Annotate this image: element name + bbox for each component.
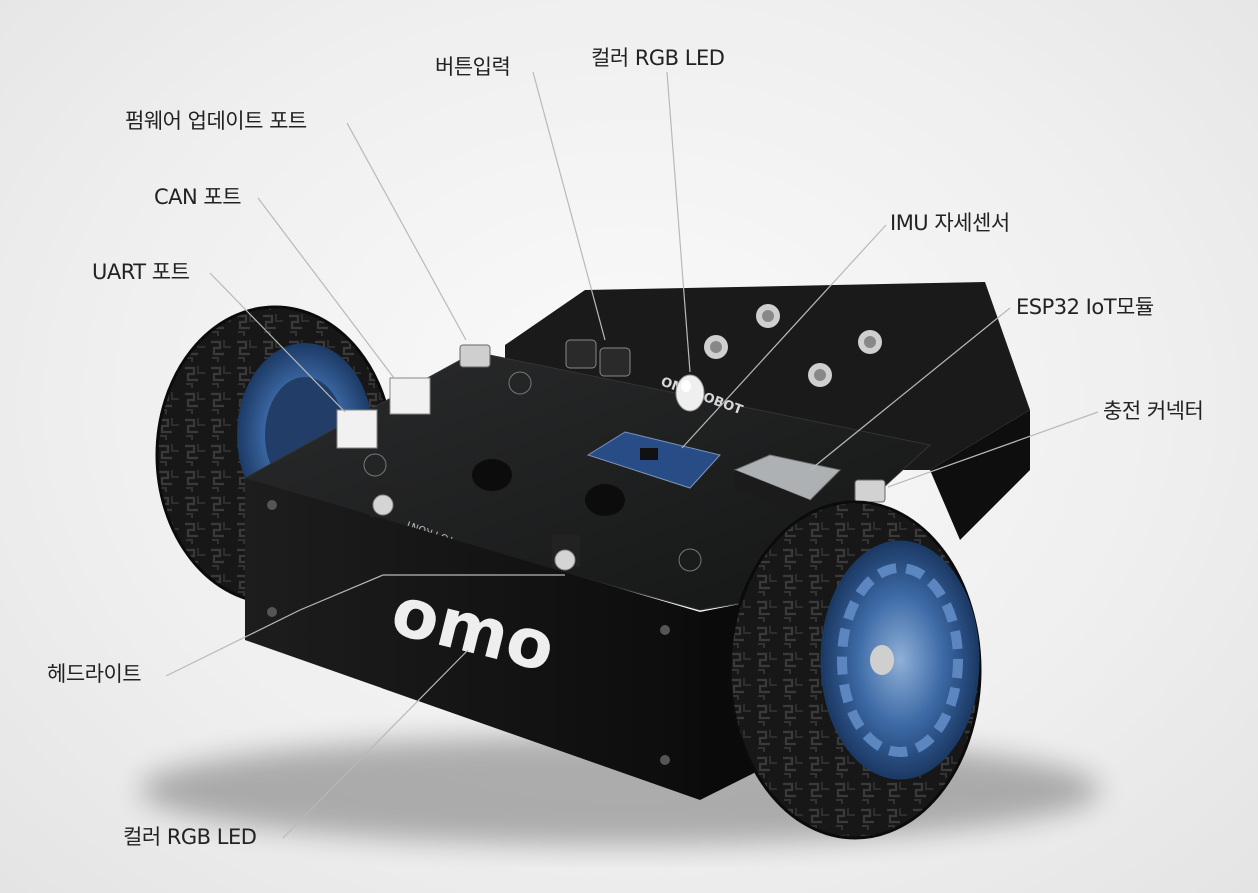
front-right-wheel (728, 500, 982, 840)
imu-sensor-module (586, 431, 721, 489)
uart-port (336, 409, 378, 449)
label-firmware-port: 펌웨어 업데이트 포트 (125, 109, 307, 133)
label-imu-sensor: IMU 자세센서 (890, 211, 1010, 235)
label-headlight: 헤드라이트 (47, 662, 142, 686)
label-charging-connector: 충전 커넥터 (1103, 399, 1204, 423)
headlights (370, 485, 580, 571)
label-color-rgb-led-top: 컬러 RGB LED (591, 46, 725, 70)
top-rgb-led (675, 374, 705, 412)
firmware-port (459, 344, 491, 368)
charging-connector (854, 479, 886, 503)
label-color-rgb-led-bottom: 컬러 RGB LED (123, 825, 257, 849)
label-button-input: 버튼입력 (435, 55, 511, 79)
can-port (389, 377, 431, 415)
label-esp32-module: ESP32 IoT모듈 (1016, 295, 1154, 319)
label-can-port: CAN 포트 (154, 185, 242, 209)
label-uart-port: UART 포트 (92, 260, 190, 284)
